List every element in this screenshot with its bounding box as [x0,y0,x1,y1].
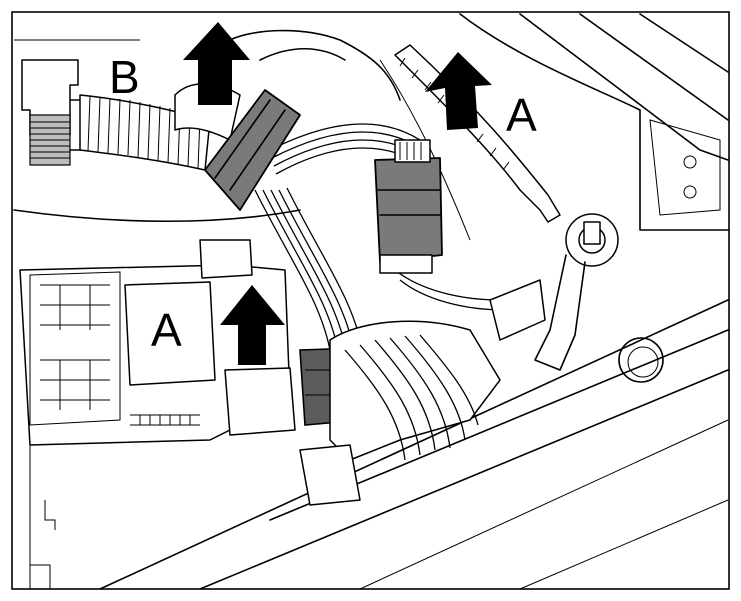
arrow-up-icon [220,285,285,365]
connector-top [204,89,301,211]
callout-label-a-left: A [151,304,182,356]
callout-label-a-right: A [506,89,537,141]
arrow-up-icon [425,52,492,130]
lower-harness [299,279,546,506]
callout-label-b: B [109,51,140,103]
removal-arrows [183,22,492,365]
body-panel [13,13,729,590]
connector-middle [374,139,443,274]
arrow-up-icon [183,22,250,105]
fuse-box [19,239,296,589]
left-bracket [21,59,121,166]
corrugated-harness-b [79,83,241,171]
